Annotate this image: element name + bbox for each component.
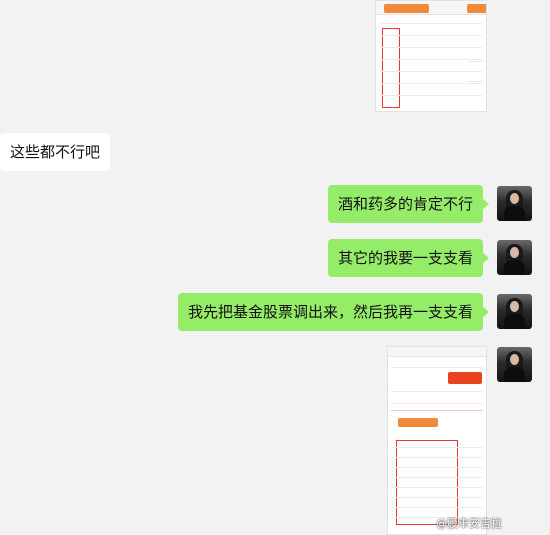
screenshot-highlight-box [396, 440, 458, 525]
user-avatar[interactable] [497, 186, 532, 221]
user-avatar[interactable] [497, 240, 532, 275]
user-avatar[interactable] [497, 347, 532, 382]
image-message-top[interactable] [375, 0, 487, 112]
screenshot-highlight-box [382, 28, 400, 108]
watermark: @股市安吉拉 [436, 517, 502, 530]
screenshot-orange-tab [467, 4, 486, 13]
user-avatar[interactable] [497, 294, 532, 329]
chat-bubble-outgoing: 酒和药多的肯定不行 [328, 185, 490, 223]
chat-bubble-outgoing: 我先把基金股票调出来，然后我再一支支看 [178, 293, 490, 331]
screenshot-orange-tab [398, 418, 438, 427]
screenshot-orange-button [448, 372, 482, 384]
chat-bubble-outgoing: 其它的我要一支支看 [328, 239, 490, 277]
screenshot-tabbar [388, 347, 486, 357]
image-message-bottom[interactable] [387, 346, 487, 535]
screenshot-orange-button [384, 4, 429, 13]
chat-bubble-incoming: 这些都不行吧 [0, 133, 111, 171]
